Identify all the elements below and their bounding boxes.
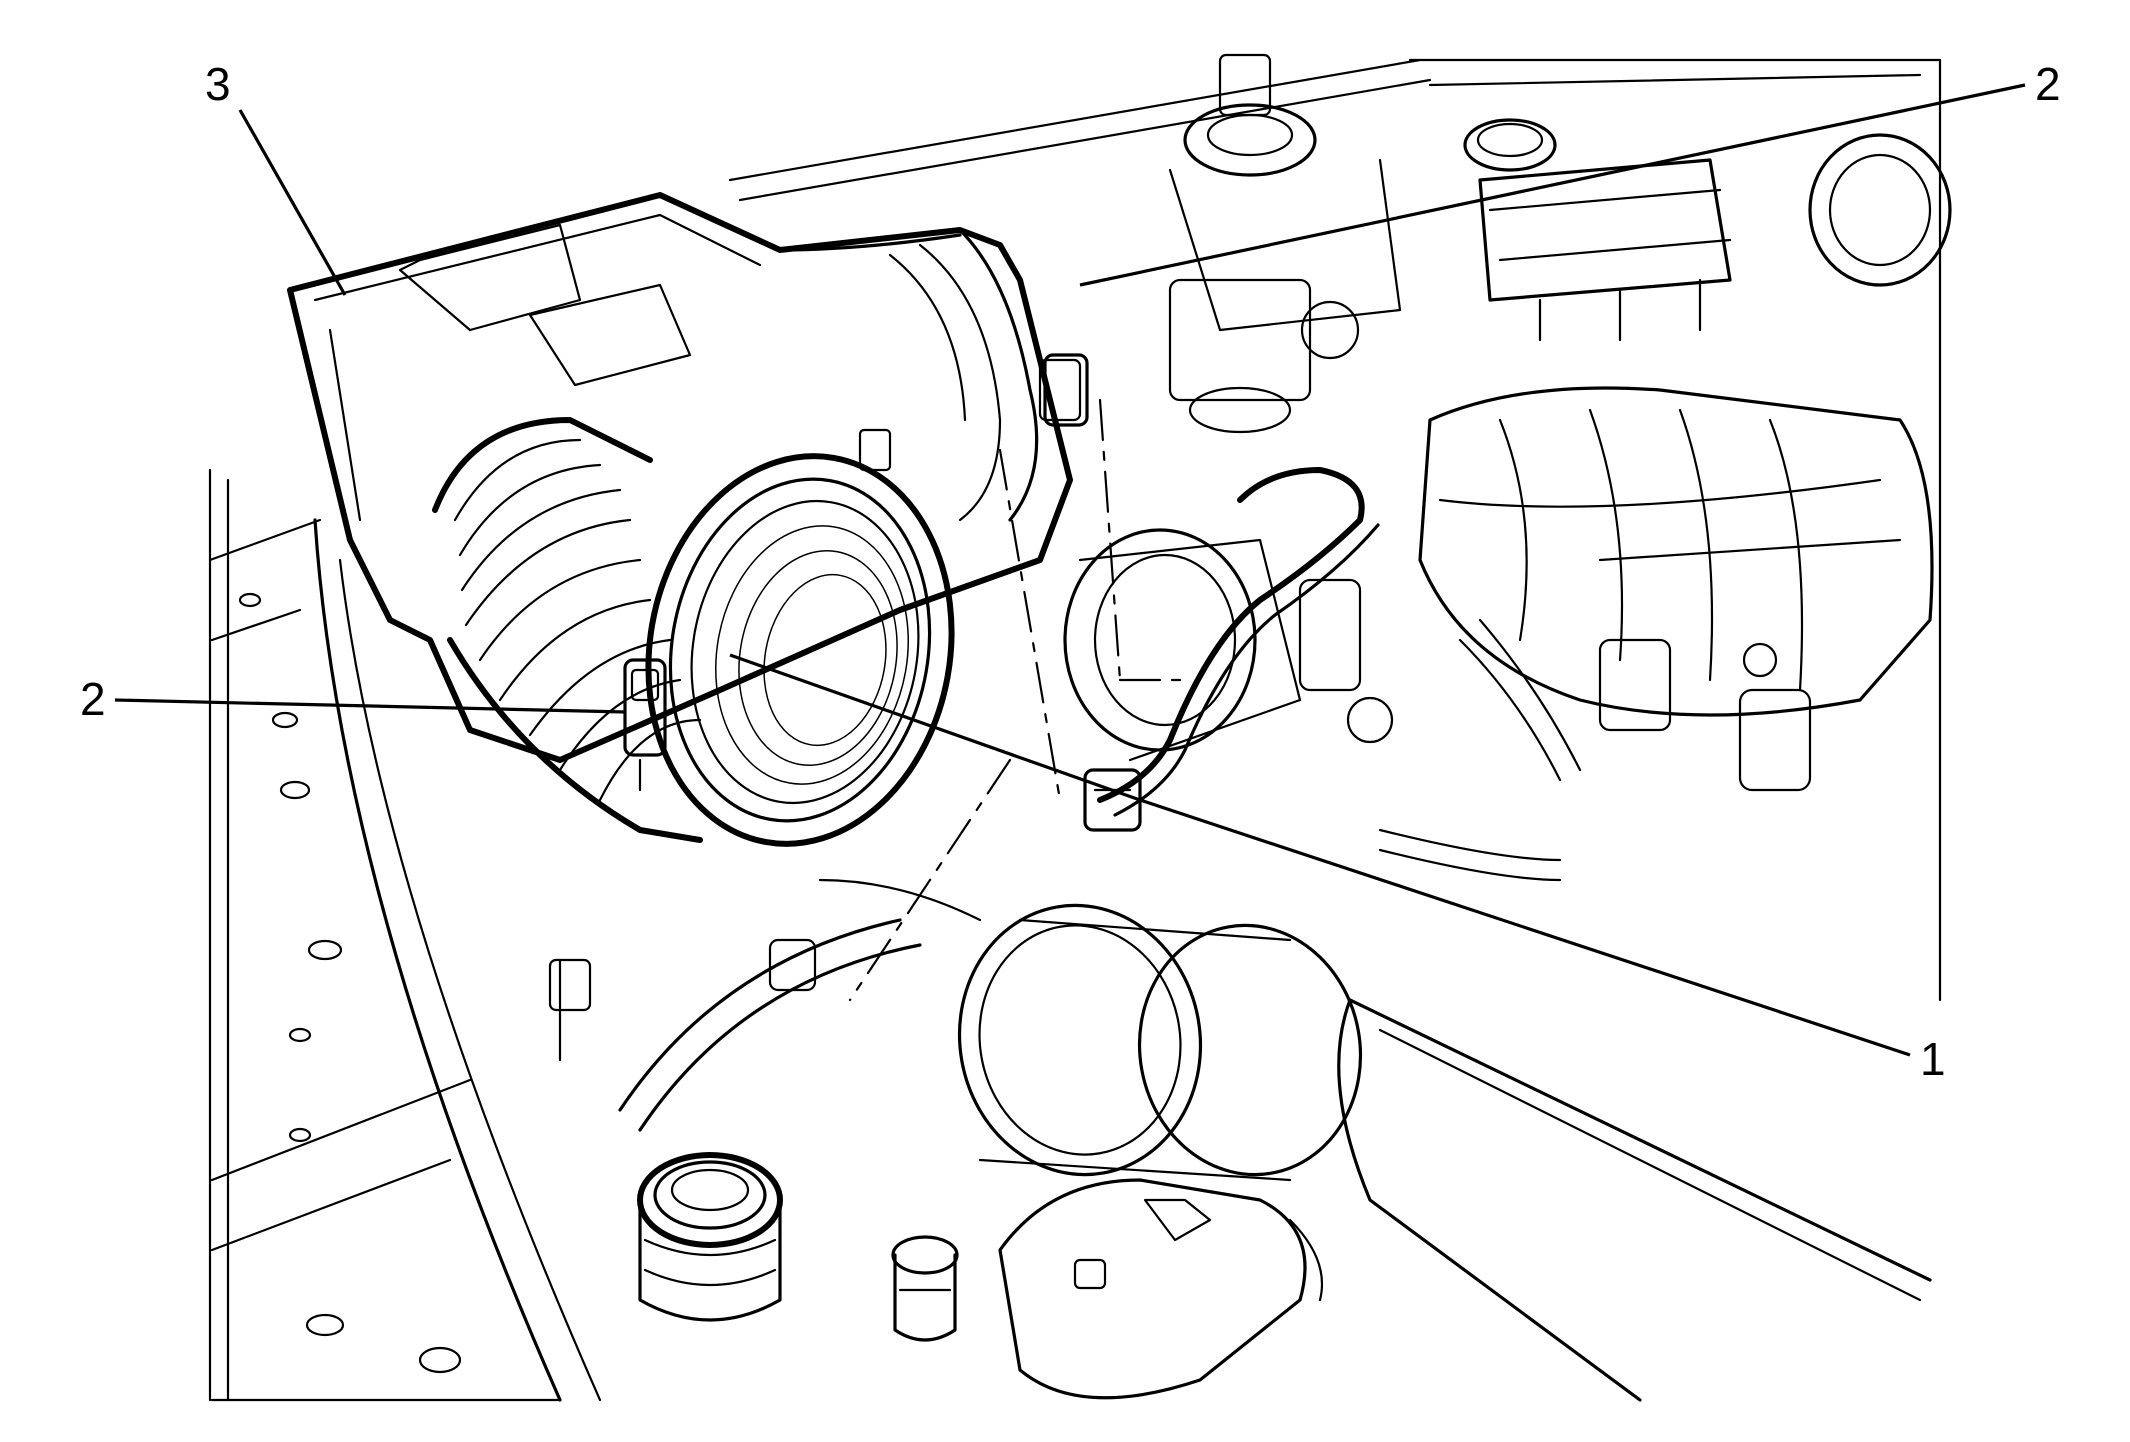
duct-clamp-left bbox=[623, 658, 667, 792]
leader-1-branch bbox=[729, 653, 1141, 802]
body-panel-holes bbox=[238, 592, 462, 1374]
body-panel-lines bbox=[208, 58, 1942, 1402]
oil-fill-cap bbox=[891, 1235, 959, 1342]
duct-clamp-upper bbox=[1043, 353, 1089, 427]
callout-2-right: 2 bbox=[2035, 58, 2061, 110]
throttle-body bbox=[1063, 528, 1394, 762]
fuse-block bbox=[1478, 158, 1732, 342]
leader-2-left bbox=[114, 698, 626, 714]
lower-intake-duct bbox=[957, 903, 1363, 1182]
callout-labels: 3 2 2 1 bbox=[80, 58, 2061, 1085]
callout-1: 1 bbox=[1920, 1033, 1946, 1085]
brake-booster bbox=[1808, 133, 1952, 287]
reference-dashed-lines bbox=[848, 398, 1182, 1002]
leader-1 bbox=[1139, 798, 1911, 1057]
coolant-cap bbox=[637, 1152, 783, 1322]
outlet-duct bbox=[432, 417, 955, 847]
strut-tower-left bbox=[1168, 53, 1402, 332]
misc-hoses bbox=[548, 618, 1582, 1132]
leader-3 bbox=[238, 109, 347, 296]
air-cleaner-housing bbox=[287, 192, 1082, 763]
washer-key-fob bbox=[998, 1178, 1324, 1400]
leader-2-right bbox=[1079, 83, 2026, 287]
intake-manifold bbox=[1418, 386, 1934, 792]
callout-3: 3 bbox=[205, 58, 231, 110]
vacuum-hose bbox=[1083, 467, 1380, 832]
callout-2-left: 2 bbox=[80, 673, 106, 725]
callout-leaders bbox=[114, 83, 2026, 1057]
sensor-assembly bbox=[1168, 278, 1360, 434]
reservoir-cap-right bbox=[1463, 118, 1557, 172]
